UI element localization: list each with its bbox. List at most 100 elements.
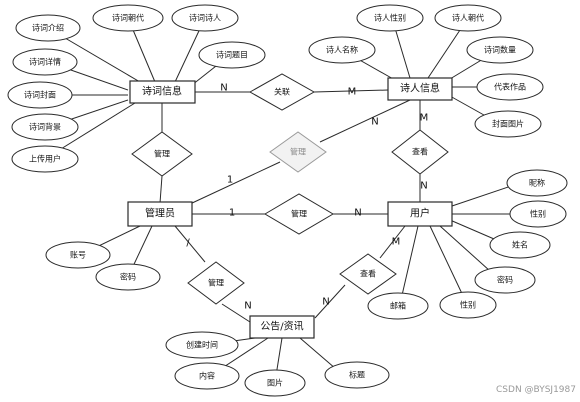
svg-text:诗词背景: 诗词背景 bbox=[29, 122, 61, 132]
attribute-poem-cover: 诗词封面 bbox=[7, 81, 73, 109]
attribute-poem-detail: 诗词详情 bbox=[12, 48, 78, 76]
entity-poem-info: 诗词信息 bbox=[129, 80, 196, 104]
svg-text:管理: 管理 bbox=[291, 209, 307, 219]
svg-text:创建时间: 创建时间 bbox=[186, 340, 218, 350]
relationship-manage-notice: 管理 bbox=[187, 261, 245, 305]
line-admin-manage-notice bbox=[174, 225, 206, 263]
line-manage-poet-poet bbox=[319, 99, 411, 143]
svg-text:上传用户: 上传用户 bbox=[29, 154, 61, 164]
attribute-image: 图片 bbox=[244, 369, 306, 397]
svg-text:管理: 管理 bbox=[154, 149, 170, 159]
relationship-manage-poet: 管理 bbox=[269, 131, 327, 173]
attribute-works: 代表作品 bbox=[476, 73, 544, 101]
svg-text:密码: 密码 bbox=[497, 275, 513, 285]
watermark-text: CSDN @BYSJ1987 bbox=[496, 385, 576, 395]
entity-poet-info: 诗人信息 bbox=[387, 77, 453, 101]
svg-text:诗词信息: 诗词信息 bbox=[142, 85, 182, 98]
relationship-view-poet: 查看 bbox=[391, 129, 449, 175]
cardinality-poet-view: M bbox=[420, 113, 429, 124]
svg-text:诗人朝代: 诗人朝代 bbox=[452, 13, 484, 23]
relationship-manage-user: 管理 bbox=[264, 193, 334, 235]
svg-text:管理员: 管理员 bbox=[145, 207, 175, 220]
line-email bbox=[399, 225, 419, 305]
attribute-poem-background: 诗词背景 bbox=[11, 113, 79, 141]
cardinality-user-notice: M bbox=[392, 237, 401, 248]
attribute-poet-name: 诗人名称 bbox=[308, 36, 376, 64]
attribute-poet-gender: 诗人性别 bbox=[356, 4, 424, 32]
cardinality-admin-notice: / bbox=[186, 238, 190, 249]
svg-text:公告/资讯: 公告/资讯 bbox=[260, 320, 303, 333]
attribute-poem-poet: 诗词诗人 bbox=[171, 4, 239, 32]
svg-text:诗词介绍: 诗词介绍 bbox=[32, 23, 64, 33]
svg-text:诗人信息: 诗人信息 bbox=[400, 82, 440, 95]
cardinality-notice-user: N bbox=[322, 297, 329, 308]
svg-text:管理: 管理 bbox=[290, 147, 306, 157]
svg-text:诗人性别: 诗人性别 bbox=[374, 13, 406, 23]
svg-text:管理: 管理 bbox=[208, 278, 224, 288]
attribute-account: 账号 bbox=[45, 241, 111, 269]
relationship-link: 关联 bbox=[248, 73, 316, 111]
attribute-poem-dynasty: 诗词朝代 bbox=[92, 4, 164, 32]
svg-text:诗词封面: 诗词封面 bbox=[24, 90, 56, 100]
cardinality-poem-link: N bbox=[220, 83, 227, 94]
cardinality-user-admin: N bbox=[354, 208, 361, 219]
attribute-poem-count: 诗词数量 bbox=[466, 36, 534, 64]
svg-text:标题: 标题 bbox=[349, 370, 365, 380]
svg-text:内容: 内容 bbox=[199, 371, 215, 381]
cardinality-poet-admin: N bbox=[371, 117, 378, 128]
svg-text:昵称: 昵称 bbox=[529, 178, 545, 188]
cardinality-user-view: N bbox=[420, 181, 427, 192]
line-manage-admin bbox=[159, 175, 163, 204]
svg-text:诗词题目: 诗词题目 bbox=[216, 50, 248, 60]
line-view-notice-notice bbox=[314, 284, 346, 319]
svg-text:诗词诗人: 诗词诗人 bbox=[189, 13, 221, 23]
svg-text:关联: 关联 bbox=[274, 87, 290, 97]
svg-text:账号: 账号 bbox=[70, 251, 86, 260]
attribute-user-gender-b: 性别 bbox=[439, 291, 497, 319]
attribute-created-time: 创建时间 bbox=[165, 331, 239, 359]
attribute-poet-dynasty: 诗人朝代 bbox=[434, 4, 502, 32]
line-user-view-notice bbox=[379, 225, 406, 259]
relationship-view-notice: 查看 bbox=[339, 253, 397, 295]
cardinality-admin-poet: 1 bbox=[227, 175, 233, 186]
svg-text:查看: 查看 bbox=[412, 147, 428, 157]
svg-text:用户: 用户 bbox=[410, 207, 430, 220]
svg-text:查看: 查看 bbox=[360, 269, 376, 279]
svg-text:姓名: 姓名 bbox=[512, 240, 528, 250]
attribute-nickname: 昵称 bbox=[506, 169, 568, 197]
attribute-upload-user: 上传用户 bbox=[11, 145, 79, 173]
cardinality-poet-link: M bbox=[348, 87, 357, 98]
svg-text:诗词数量: 诗词数量 bbox=[484, 45, 516, 55]
entity-admin: 管理员 bbox=[127, 201, 193, 227]
svg-text:封面图片: 封面图片 bbox=[492, 119, 524, 129]
svg-text:诗词详情: 诗词详情 bbox=[29, 57, 61, 67]
svg-text:性别: 性别 bbox=[530, 209, 546, 219]
attribute-name: 姓名 bbox=[489, 231, 551, 259]
attribute-poem-title: 诗词题目 bbox=[198, 41, 266, 69]
line-manage-notice-notice bbox=[221, 303, 251, 323]
attribute-content: 内容 bbox=[174, 362, 240, 390]
svg-text:代表作品: 代表作品 bbox=[494, 82, 526, 92]
line-link-poet bbox=[313, 89, 389, 93]
attribute-admin-password: 密码 bbox=[95, 263, 161, 291]
entity-user: 用户 bbox=[387, 201, 453, 227]
cardinality-admin-user: 1 bbox=[229, 208, 235, 219]
svg-text:邮箱: 邮箱 bbox=[390, 301, 406, 311]
attribute-user-gender-a: 性别 bbox=[509, 200, 567, 228]
svg-text:性别: 性别 bbox=[460, 300, 476, 310]
svg-text:诗人名称: 诗人名称 bbox=[326, 45, 358, 55]
relationship-manage-poem: 管理 bbox=[131, 131, 193, 177]
line-user-gender-b bbox=[429, 225, 466, 301]
attribute-title: 标题 bbox=[324, 361, 390, 389]
svg-text:图片: 图片 bbox=[267, 378, 283, 388]
entity-notice: 公告/资讯 bbox=[249, 315, 315, 339]
attribute-poem-intro: 诗词介绍 bbox=[15, 14, 81, 42]
attribute-cover-image: 封面图片 bbox=[474, 110, 542, 138]
attribute-email: 邮箱 bbox=[367, 292, 429, 320]
svg-text:密码: 密码 bbox=[120, 272, 136, 282]
line-admin-manage-poet bbox=[189, 161, 281, 205]
attribute-user-password: 密码 bbox=[474, 266, 536, 294]
cardinality-notice-admin: N bbox=[244, 301, 251, 312]
svg-text:诗词朝代: 诗词朝代 bbox=[112, 13, 144, 23]
